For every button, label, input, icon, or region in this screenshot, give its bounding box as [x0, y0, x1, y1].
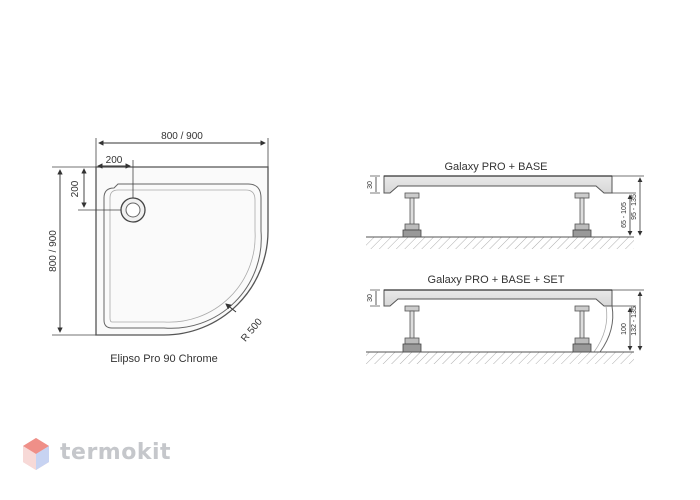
offset-x-dimension: 200	[106, 155, 123, 166]
radius-label: R 500	[239, 316, 265, 344]
front-panel	[599, 305, 614, 353]
leg-icon	[572, 192, 592, 238]
section-base-title: Galaxy PRO + BASE	[444, 161, 547, 173]
leg-icon	[572, 305, 592, 353]
floor-hatch	[366, 352, 634, 364]
leg-icon	[402, 192, 422, 238]
width-dimension: 800 / 900	[161, 131, 203, 142]
plan-caption: Elipso Pro 90 Chrome	[110, 353, 218, 365]
tray-basin	[103, 183, 262, 329]
section-set: Galaxy PRO + BASE + SET 30 100	[366, 274, 644, 364]
floor-hatch	[366, 237, 634, 249]
tray-section-base	[383, 175, 613, 194]
height-dimension: 800 / 900	[48, 230, 59, 272]
total-range-dimension: 132 - 135	[631, 306, 638, 336]
total-range-dimension: 95 - 135	[631, 194, 638, 220]
drain-icon	[120, 197, 146, 223]
termokit-logo-icon	[23, 438, 49, 470]
section-set-title: Galaxy PRO + BASE + SET	[428, 274, 565, 286]
tray-outline	[95, 166, 269, 336]
watermark-text: termokit	[60, 440, 172, 465]
thickness-dimension: 30	[367, 181, 374, 189]
tray-section-set	[383, 289, 613, 307]
section-base: Galaxy PRO + BASE 30 65 - 105	[366, 161, 644, 249]
thickness-dimension: 30	[367, 294, 374, 302]
leg-range-dimension: 65 - 105	[621, 202, 628, 228]
front-dimension: 100	[621, 323, 628, 335]
plan-view: 800 / 900 200 200 800 / 900 R 500 Elipso…	[48, 131, 269, 365]
offset-y-dimension: 200	[70, 180, 81, 197]
leg-icon	[402, 305, 422, 353]
